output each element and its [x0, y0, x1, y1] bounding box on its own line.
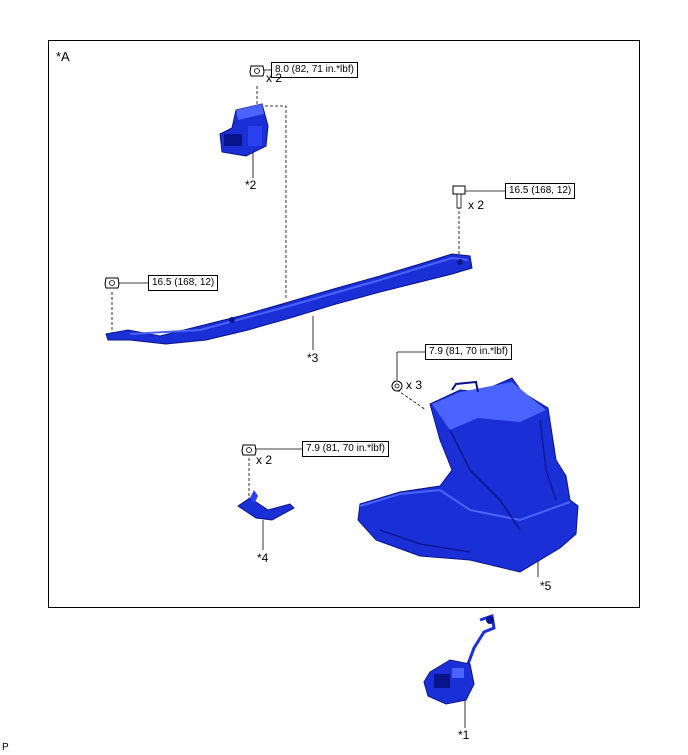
label-part4: *4 — [257, 551, 269, 565]
part2-nut-icon — [249, 65, 265, 77]
qty-part2-nut: x 2 — [266, 71, 283, 85]
torque-part4-nut: 7.9 (81, 70 in.*lbf) — [302, 441, 389, 457]
qty-bolt-right: x 2 — [468, 198, 485, 212]
part5-tank-icon — [357, 377, 579, 573]
torque-part2-nut: 8.0 (82, 71 in.*lbf) — [271, 62, 358, 78]
torque-nut-left: 16.5 (168, 12) — [148, 275, 219, 291]
label-part3: *3 — [307, 351, 319, 365]
label-part1: *1 — [458, 728, 470, 742]
label-part2: *2 — [245, 178, 257, 192]
part4-nut-icon — [241, 444, 257, 456]
tank-nut-dash — [396, 389, 427, 411]
part2-module-icon — [219, 103, 269, 157]
part1-pump-icon — [423, 614, 496, 705]
bolt-right-icon — [452, 185, 466, 209]
part4-bracket-icon — [237, 490, 295, 521]
view-a-frame — [48, 40, 640, 608]
nut-left-icon — [104, 277, 120, 289]
torque-bolt-right: 16.5 (168, 12) — [505, 183, 576, 199]
tank-nut-torque-leader — [396, 351, 425, 380]
torque-tank-nut: 7.9 (81, 70 in.*lbf) — [425, 344, 512, 360]
view-label: *A — [56, 49, 70, 64]
qty-part4-nut: x 2 — [256, 453, 273, 467]
label-part5: *5 — [540, 579, 552, 593]
qty-tank-nut: x 3 — [406, 378, 423, 392]
corner-mark: P — [2, 742, 9, 753]
part3-bracket-icon — [105, 253, 473, 345]
part2-to-bracket-dash — [265, 105, 287, 300]
tank-nut-icon — [391, 380, 403, 392]
